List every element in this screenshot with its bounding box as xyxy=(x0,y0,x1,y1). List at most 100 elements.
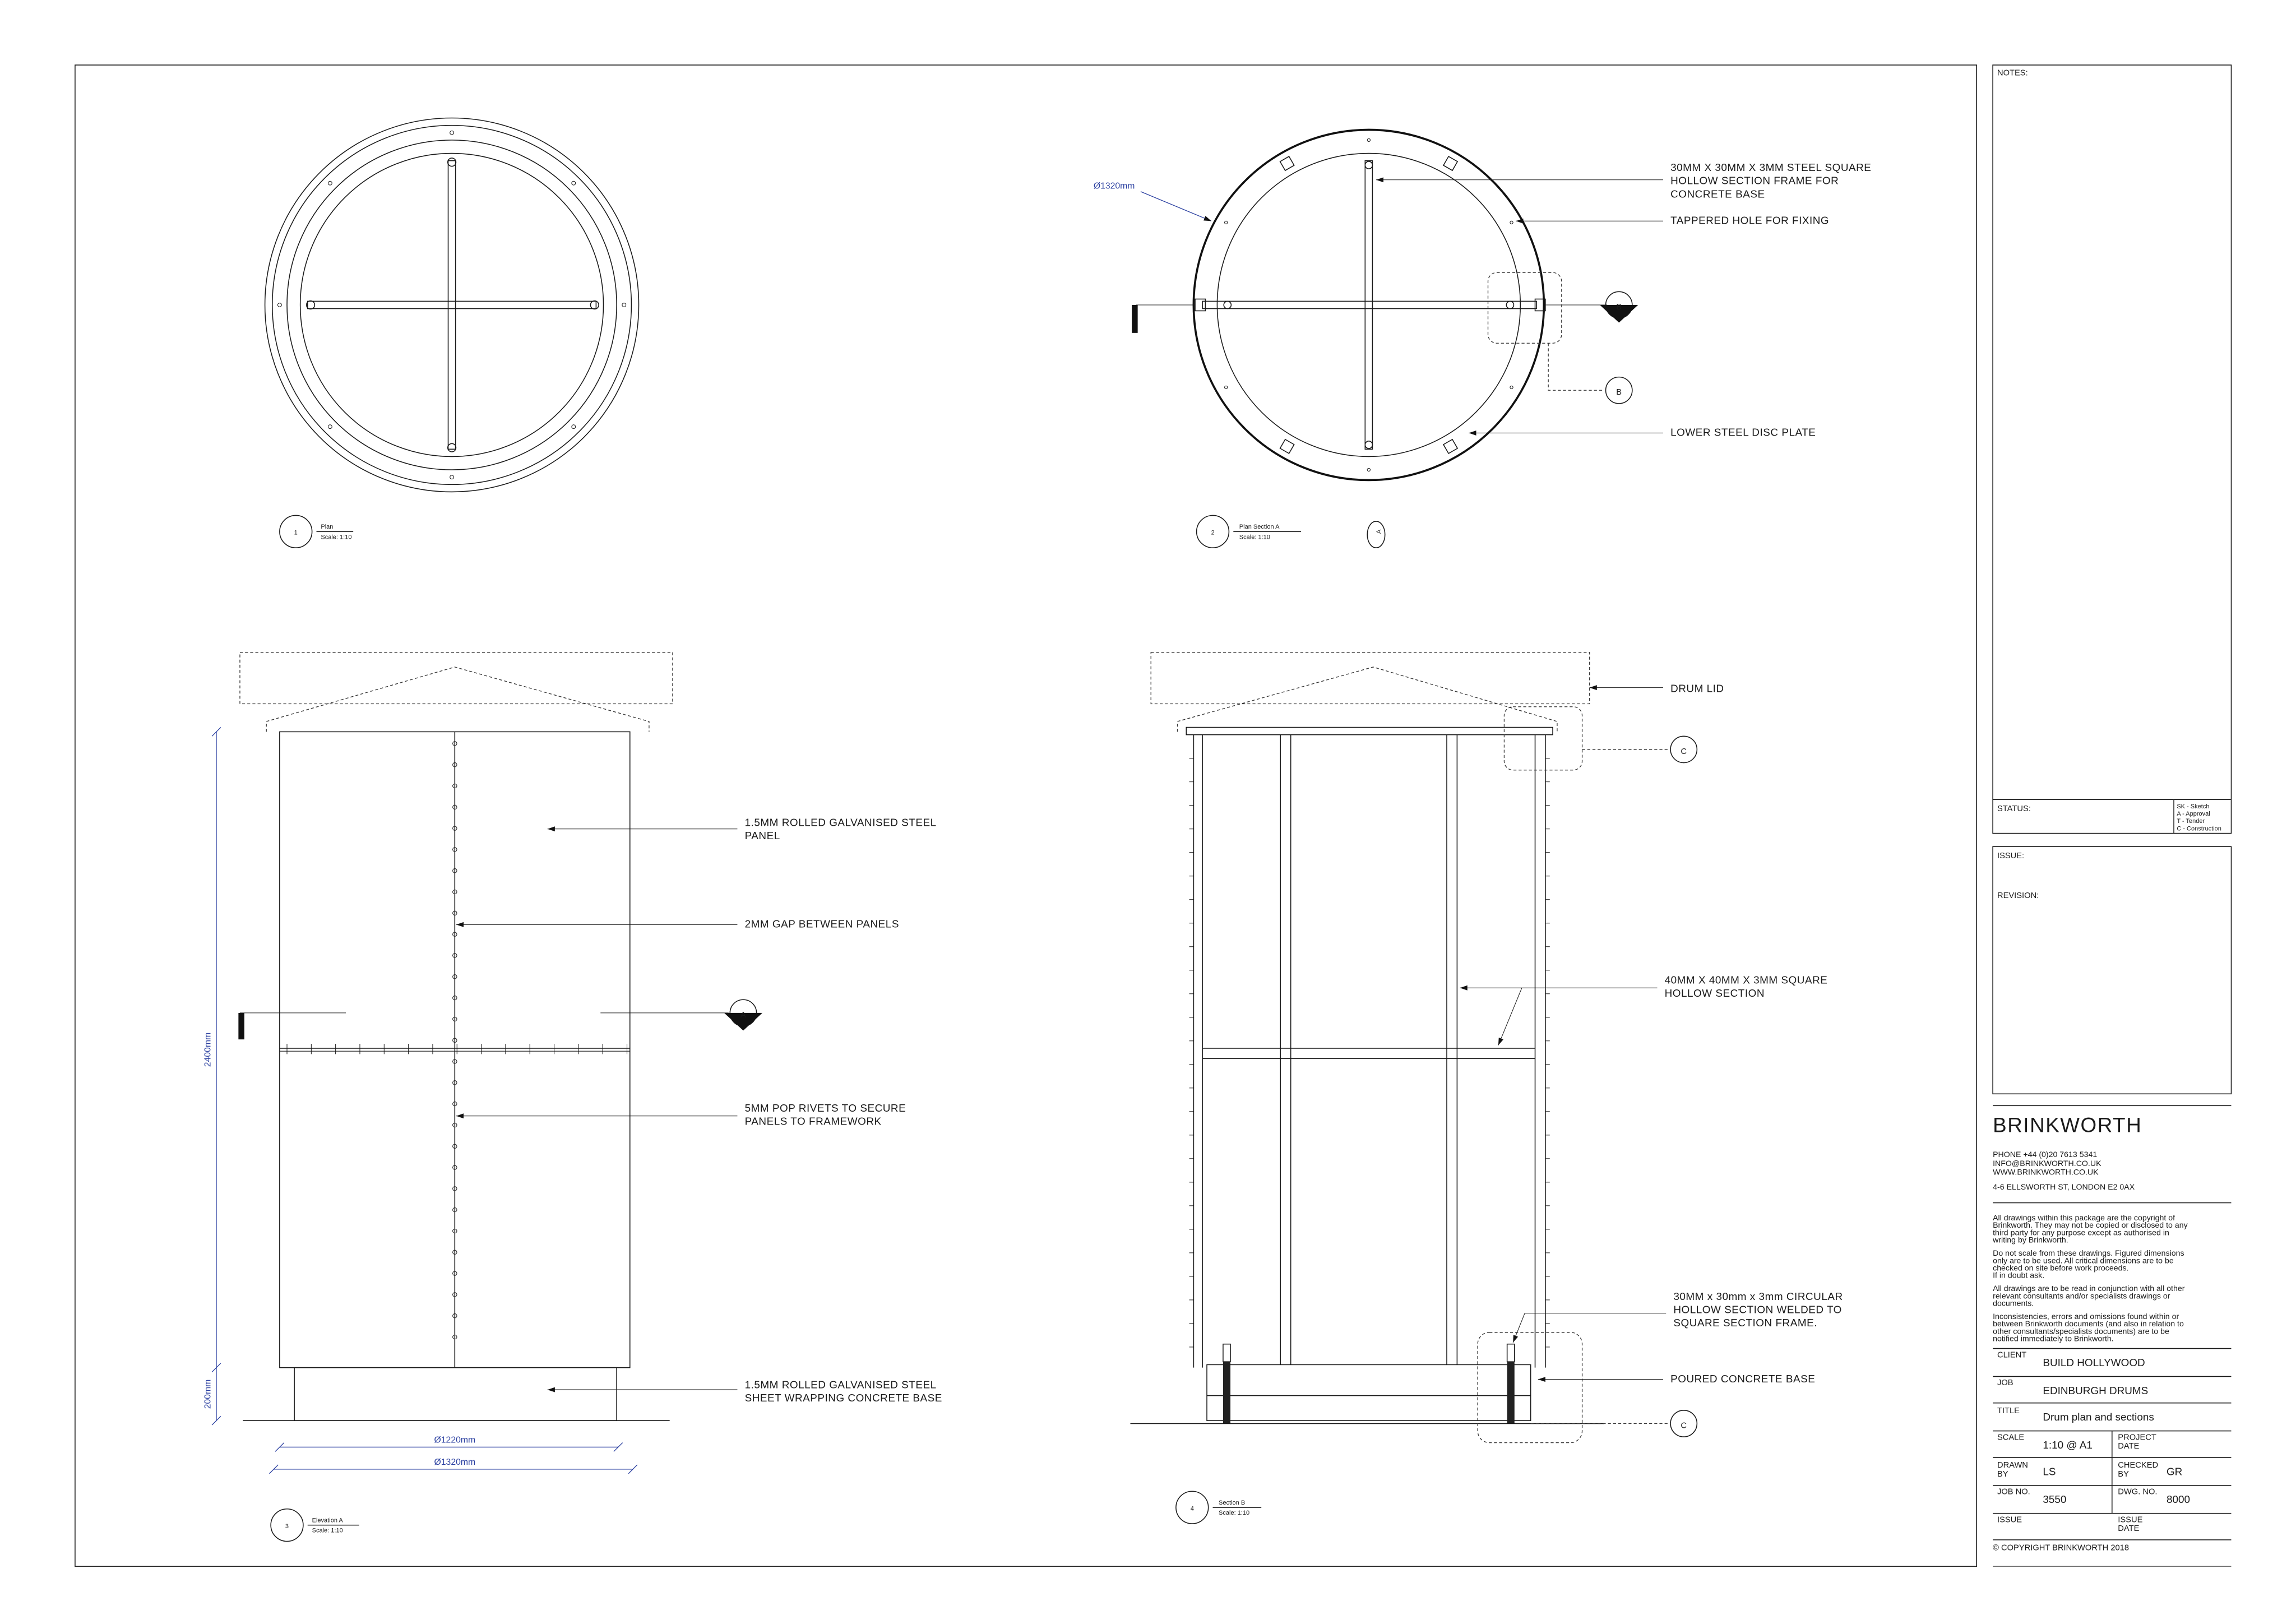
plan-section-view xyxy=(1132,128,1608,482)
status-legend-item: SK - Sketch xyxy=(2177,803,2209,810)
annotation-disc: LOWER STEEL DISC PLATE xyxy=(1670,427,1816,439)
rivet xyxy=(452,868,457,873)
job-value: EDINBURGH DRUMS xyxy=(2043,1385,2148,1397)
fixing-hole xyxy=(327,181,332,186)
rivet xyxy=(452,889,457,895)
view-scale: Scale: 1:10 xyxy=(312,1528,343,1534)
scale-label: SCALE xyxy=(1997,1433,2024,1442)
rivet xyxy=(452,910,457,916)
view-label-3: 3 Elevation A Scale: 1:10 xyxy=(270,1508,359,1542)
section-line-mark xyxy=(1132,304,1138,333)
section-marker-letter: A xyxy=(740,1011,746,1020)
rivet xyxy=(452,741,457,746)
frame-fixings xyxy=(1224,138,1513,472)
rivet xyxy=(452,1228,457,1234)
fixing-hole xyxy=(450,130,455,135)
drawing-border xyxy=(75,64,1978,1567)
detail-marker-c-top: C xyxy=(1670,735,1698,764)
disclaimer-paragraph: All drawings within this package are the… xyxy=(1992,1214,2188,1244)
disclaimer-paragraph: Do not scale from these drawings. Figure… xyxy=(1993,1249,2184,1280)
fixing-hole xyxy=(450,475,455,480)
elevation-dimensions: 2400mm 200mm Ø1220mm Ø1320mm xyxy=(203,727,638,1474)
title-value: Drum plan and sections xyxy=(2043,1412,2154,1423)
notes-panel: NOTES: STATUS: SK - Sketch A - Approval … xyxy=(1992,64,2232,834)
section-marker-letter: B xyxy=(1616,303,1622,312)
frame-square xyxy=(1442,438,1459,454)
view-label-1: 1 Plan Scale: 1:10 xyxy=(279,515,354,548)
rivet xyxy=(452,1292,457,1297)
rivet xyxy=(452,1313,457,1318)
frame-square xyxy=(1442,155,1459,172)
height-dimension: 2400mm xyxy=(203,1033,212,1067)
issue-label: ISSUE: xyxy=(1997,852,2024,860)
detail-marker-c-bottom: C xyxy=(1670,1410,1698,1437)
tapered-hole xyxy=(1367,468,1371,472)
fixing-hole xyxy=(622,303,627,307)
rivet xyxy=(452,1207,457,1213)
elevation-view xyxy=(238,651,729,1421)
panel-rivets xyxy=(1189,758,1550,1348)
rivet xyxy=(452,995,457,1001)
issue-panel: ISSUE: REVISION: xyxy=(1992,846,2232,1095)
plan-diameter-dimension: Ø1320mm xyxy=(1094,182,1135,191)
view-scale: Scale: 1:10 xyxy=(1239,534,1270,540)
issue-field-label: ISSUE xyxy=(1997,1515,2022,1524)
view-scale: Scale: 1:10 xyxy=(1219,1510,1249,1516)
annotation-gap: 2MM GAP BETWEEN PANELS xyxy=(745,919,899,931)
client-value: BUILD HOLLYWOOD xyxy=(2043,1357,2145,1369)
view-number: 4 xyxy=(1191,1505,1194,1512)
view-title: Section B xyxy=(1219,1500,1245,1506)
company-logo: BRINKWORTH xyxy=(1993,1114,2142,1137)
client-label: CLIENT xyxy=(1997,1350,2026,1359)
job-label: JOB xyxy=(1997,1378,2013,1387)
section-marker-b: B xyxy=(1600,291,1638,323)
status-legend: SK - Sketch A - Approval T - Tender C - … xyxy=(2177,803,2221,832)
annotation-lid: DRUM LID xyxy=(1670,683,1724,695)
fixing-holes xyxy=(277,130,627,480)
rivet xyxy=(452,932,457,937)
plan-dimension: Ø1320mm xyxy=(1094,182,1212,221)
copyright: © COPYRIGHT BRINKWORTH 2018 xyxy=(1993,1543,2129,1552)
rivet xyxy=(452,783,457,789)
rivet xyxy=(452,1122,457,1128)
company-phone: PHONE +44 (0)20 7613 5341 xyxy=(1993,1150,2097,1159)
status-legend-item: C - Construction xyxy=(2177,825,2221,832)
rivet xyxy=(452,1101,457,1107)
company-block: BRINKWORTH PHONE +44 (0)20 7613 5341 INF… xyxy=(1993,1105,2232,1204)
tapered-hole xyxy=(1224,385,1228,390)
title-label: TITLE xyxy=(1997,1406,2020,1415)
plan-view xyxy=(264,117,640,493)
disclaimer-paragraph: All drawings are to be read in conjuncti… xyxy=(1993,1284,2185,1308)
annotation-hole: TAPPERED HOLE FOR FIXING xyxy=(1670,215,1829,227)
view-title: Elevation A xyxy=(312,1517,344,1524)
fixing-hole xyxy=(327,424,332,429)
rivet xyxy=(452,1271,457,1276)
rivet xyxy=(452,1038,457,1043)
drawn-by-value: LS xyxy=(2043,1466,2056,1478)
rivet xyxy=(452,1016,457,1022)
dwg-no-value: 8000 xyxy=(2167,1494,2190,1506)
detail-marker-b: B xyxy=(1605,376,1633,404)
view-number: 2 xyxy=(1211,530,1214,536)
rivet xyxy=(452,1250,457,1255)
inner-diameter-dimension: Ø1220mm xyxy=(434,1436,476,1445)
section-marker-a: A xyxy=(724,999,763,1031)
pop-rivets xyxy=(286,741,628,1340)
status-legend-item: T - Tender xyxy=(2177,818,2205,825)
tapered-hole xyxy=(1367,138,1371,142)
revision-label: REVISION: xyxy=(1997,891,2039,900)
section-marker-a-plan: A xyxy=(1367,521,1386,548)
company-web: WWW.BRINKWORTH.CO.UK xyxy=(1993,1168,2099,1177)
frame-square xyxy=(1279,155,1295,172)
rivet xyxy=(452,974,457,979)
rivet xyxy=(452,1165,457,1170)
scale-value: 1:10 @ A1 xyxy=(2043,1440,2093,1451)
rivet xyxy=(452,1334,457,1340)
